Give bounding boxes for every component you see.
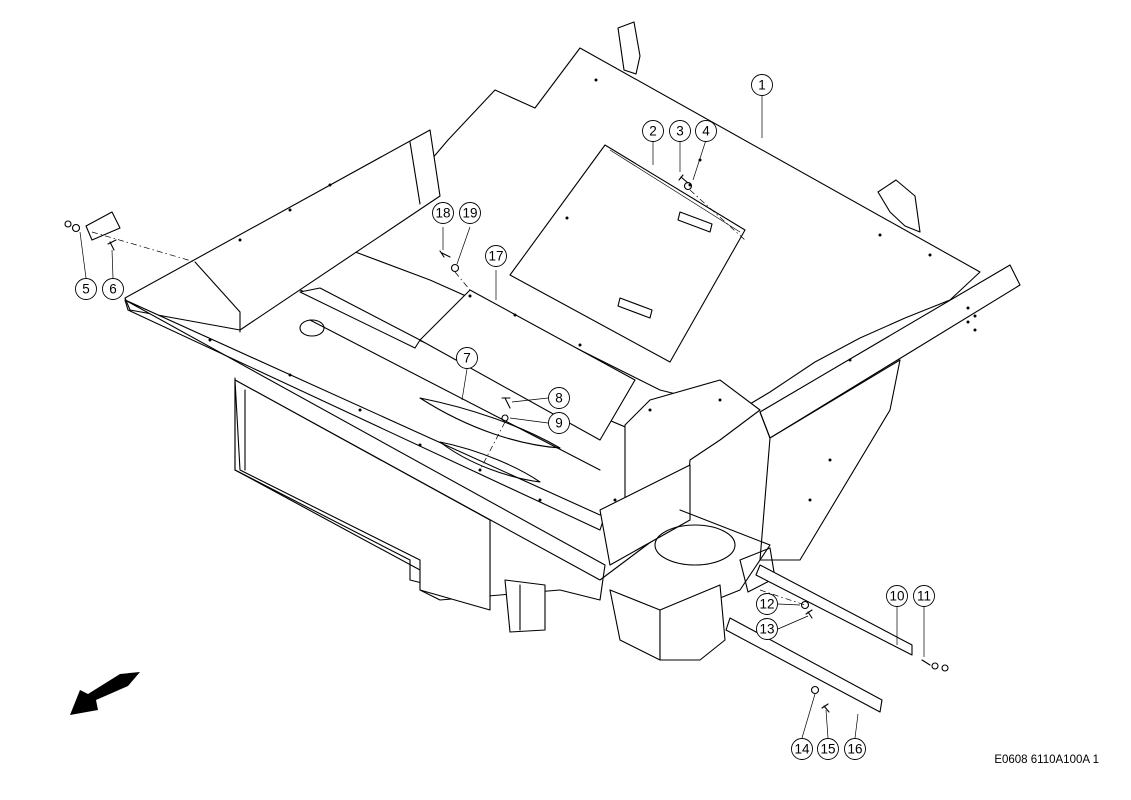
callout-label: 3 bbox=[676, 124, 684, 139]
hopper-left-side bbox=[124, 129, 441, 333]
callout-label: 4 bbox=[702, 124, 710, 139]
drawing-code: E0608 6110A100A 1 bbox=[994, 754, 1099, 766]
callout-label: 11 bbox=[917, 589, 931, 604]
callout-6: 6 bbox=[102, 278, 124, 300]
callout-label: 14 bbox=[794, 742, 810, 757]
callout-label: 5 bbox=[82, 282, 90, 297]
callout-label: 18 bbox=[435, 206, 450, 221]
callout-9: 9 bbox=[548, 412, 570, 434]
callout-label: 2 bbox=[649, 124, 657, 139]
inner-cover-plate bbox=[419, 289, 636, 441]
callout-14: 14 bbox=[791, 738, 813, 760]
callout-label: 13 bbox=[759, 622, 774, 637]
callout-label: 19 bbox=[462, 206, 477, 221]
bottom-rail-16 bbox=[725, 617, 883, 713]
callout-12: 12 bbox=[756, 593, 778, 615]
callout-11: 11 bbox=[913, 585, 935, 607]
callout-label: 10 bbox=[889, 589, 904, 604]
callout-label: 7 bbox=[463, 351, 471, 366]
callout-label: 9 bbox=[555, 416, 563, 431]
callout-3: 3 bbox=[669, 120, 691, 142]
arrow-down-left-icon bbox=[70, 672, 140, 715]
end-cap-plate bbox=[64, 211, 196, 263]
upper-baffle bbox=[299, 287, 421, 349]
callout-19: 19 bbox=[459, 202, 481, 224]
callout-5: 5 bbox=[75, 278, 97, 300]
callout-label: 16 bbox=[847, 742, 862, 757]
access-cover-plate bbox=[509, 144, 746, 363]
callout-15: 15 bbox=[817, 738, 839, 760]
lower-box-frame bbox=[234, 379, 546, 633]
callout-18: 18 bbox=[432, 202, 454, 224]
callout-16: 16 bbox=[844, 738, 866, 760]
callout-label: 6 bbox=[109, 282, 117, 297]
callout-13: 13 bbox=[756, 618, 778, 640]
callout-2: 2 bbox=[642, 120, 664, 142]
fasteners bbox=[439, 174, 949, 713]
callout-1: 1 bbox=[751, 74, 773, 96]
callout-label: 8 bbox=[555, 391, 563, 406]
leader-lines bbox=[79, 96, 925, 739]
callout-4: 4 bbox=[695, 120, 717, 142]
callout-17: 17 bbox=[485, 245, 507, 267]
callout-label: 1 bbox=[758, 78, 766, 93]
callout-7: 7 bbox=[456, 347, 478, 369]
bottom-rail-10 bbox=[755, 564, 913, 656]
callout-10: 10 bbox=[886, 585, 908, 607]
callout-label: 15 bbox=[820, 742, 835, 757]
callout-label: 17 bbox=[488, 249, 503, 264]
center-chute-housing bbox=[599, 379, 776, 661]
right-side-rail bbox=[759, 264, 1021, 561]
callout-label: 12 bbox=[759, 597, 774, 612]
callout-8: 8 bbox=[548, 387, 570, 409]
